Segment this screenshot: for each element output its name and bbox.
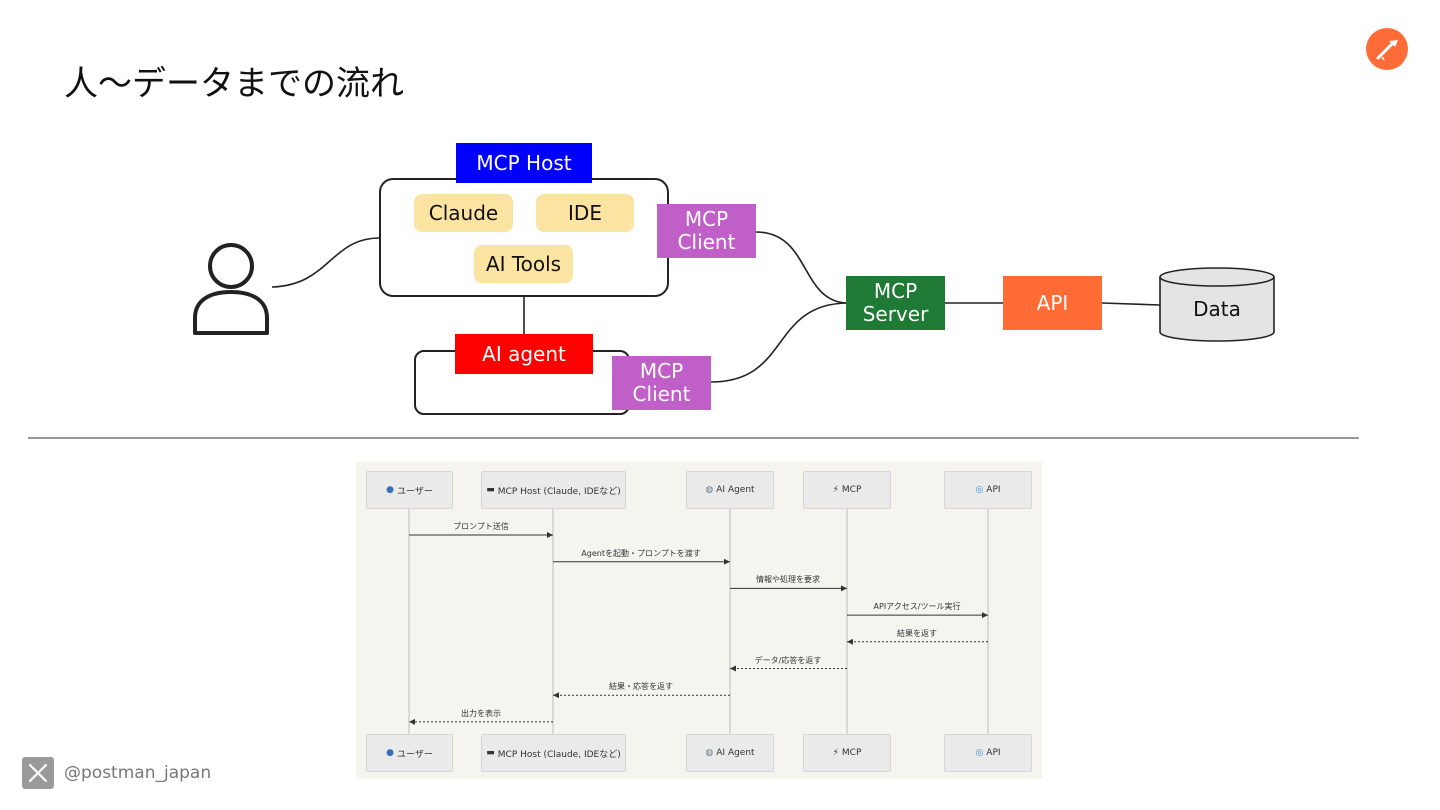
message-label: 情報や処理を要求 xyxy=(756,575,820,584)
data-cylinder-icon xyxy=(1159,267,1275,342)
message-label: プロンプト送信 xyxy=(453,522,509,531)
actor-bottom-mcp-host: ▬ MCP Host (Claude, IDEなど) xyxy=(481,734,626,772)
robot-icon: ◍ xyxy=(705,748,714,758)
sequence-diagram: ● ユーザー ▬ MCP Host (Claude, IDEなど) ◍ AI A… xyxy=(356,462,1042,779)
actor-label: ユーザー xyxy=(397,486,433,497)
ide-chip: IDE xyxy=(536,194,634,232)
robot-icon: ◍ xyxy=(705,485,714,495)
mcp-client-bottom: MCP Client xyxy=(612,356,711,410)
claude-chip: Claude xyxy=(414,194,513,232)
actor-bottom-user: ● ユーザー xyxy=(366,734,453,772)
monitor-icon: ▬ xyxy=(486,748,495,758)
mcp-server-box: MCP Server xyxy=(846,276,945,330)
mcp-host-label: MCP Host xyxy=(456,143,592,183)
mcp-server-line2: Server xyxy=(862,302,929,326)
diagram-connectors xyxy=(271,231,1161,383)
message-label: Agentを起動・プロンプトを渡す xyxy=(581,549,701,558)
actor-label: AI Agent xyxy=(716,748,755,758)
x-logo-icon[interactable] xyxy=(22,757,54,789)
social-handle[interactable]: @postman_japan xyxy=(64,763,212,783)
ai-tools-chip: AI Tools xyxy=(474,245,573,283)
actor-label: MCP Host (Claude, IDEなど) xyxy=(497,486,621,497)
actor-top-mcp-host: ▬ MCP Host (Claude, IDEなど) xyxy=(481,471,626,509)
user-icon: ● xyxy=(386,485,395,495)
footer: @postman_japan xyxy=(22,757,211,789)
mcp-client-top-line1: MCP xyxy=(684,207,729,231)
message-label: 結果・応答を返す xyxy=(609,682,673,691)
globe-icon: ◎ xyxy=(975,748,984,758)
mcp-client-top-line2: Client xyxy=(677,230,736,254)
monitor-icon: ▬ xyxy=(486,485,495,495)
plug-icon: ⚡ xyxy=(832,485,839,495)
slide-title: 人〜データまでの流れ xyxy=(64,64,404,104)
actor-label: API xyxy=(986,485,1001,495)
data-label: Data xyxy=(1193,296,1241,321)
mcp-client-top: MCP Client xyxy=(657,204,756,258)
globe-icon: ◎ xyxy=(975,485,984,495)
plug-icon: ⚡ xyxy=(832,748,839,758)
actor-top-api: ◎ API xyxy=(944,471,1032,509)
message-label: 結果を返す xyxy=(897,629,937,638)
ai-agent-label: AI agent xyxy=(455,334,593,374)
actor-bottom-ai-agent: ◍ AI Agent xyxy=(686,734,774,772)
postman-logo-icon xyxy=(1366,28,1408,70)
mcp-client-bottom-line1: MCP xyxy=(639,359,684,383)
user-icon xyxy=(193,243,269,335)
mcp-server-line1: MCP xyxy=(873,279,918,303)
actor-top-ai-agent: ◍ AI Agent xyxy=(686,471,774,509)
actor-label: MCP xyxy=(841,748,862,758)
section-divider xyxy=(28,437,1359,439)
actor-label: MCP xyxy=(841,485,862,495)
actor-label: ユーザー xyxy=(397,749,433,760)
actor-bottom-api: ◎ API xyxy=(944,734,1032,772)
actor-top-mcp: ⚡ MCP xyxy=(803,471,891,509)
user-icon: ● xyxy=(386,748,395,758)
message-label: 出力を表示 xyxy=(461,709,501,718)
message-label: APIアクセス/ツール実行 xyxy=(873,602,961,611)
actor-top-user: ● ユーザー xyxy=(366,471,453,509)
api-box: API xyxy=(1003,276,1102,330)
actor-label: MCP Host (Claude, IDEなど) xyxy=(497,749,621,760)
actor-bottom-mcp: ⚡ MCP xyxy=(803,734,891,772)
actor-label: AI Agent xyxy=(716,485,755,495)
sequence-lines xyxy=(408,509,989,734)
mcp-client-bottom-line2: Client xyxy=(632,382,691,406)
actor-label: API xyxy=(986,748,1001,758)
message-label: データ/応答を返す xyxy=(754,656,822,665)
